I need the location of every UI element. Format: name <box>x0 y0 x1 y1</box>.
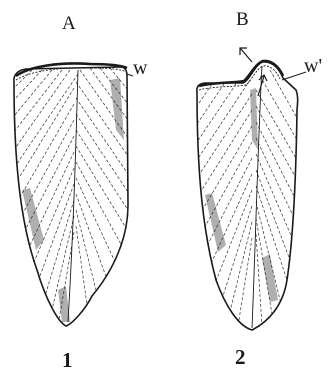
leaf-b <box>197 48 306 330</box>
figure-number-1: 1 <box>62 350 73 371</box>
leaf-a <box>14 64 133 327</box>
panel-a-letter: A <box>62 14 76 33</box>
figure-number-2: 2 <box>235 347 246 368</box>
panel-b-letter: B <box>236 10 249 29</box>
panel-b-wall-label: w' <box>304 56 322 76</box>
panel-a-wall-label: w <box>133 58 147 78</box>
